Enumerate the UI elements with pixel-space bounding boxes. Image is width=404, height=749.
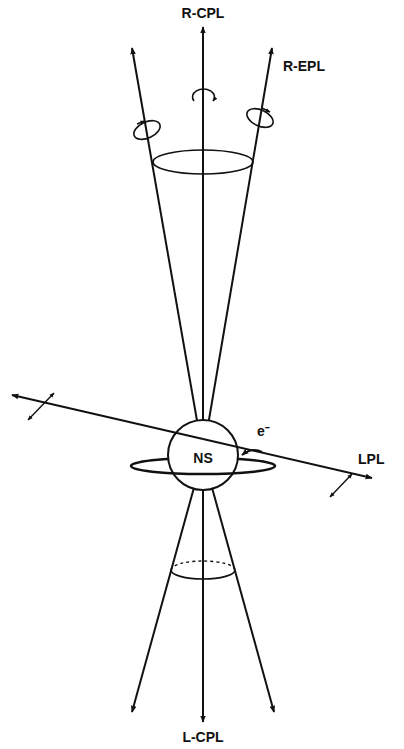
- cone-ellipse: [153, 150, 253, 174]
- polarization-ellipse: [131, 117, 163, 143]
- axis-line: [202, 27, 204, 455]
- electron-arrow: [242, 450, 262, 455]
- star-circle: NS: [167, 419, 239, 491]
- beam-label: e⁻: [257, 423, 270, 439]
- polarization-arrow: [28, 393, 54, 420]
- cone-line: [203, 48, 272, 455]
- cone-ellipse-hidden: [171, 561, 235, 570]
- beam-label: LPL: [358, 451, 384, 467]
- rotation-arrow: [137, 121, 145, 124]
- rotation-arrow: [192, 89, 214, 101]
- beam-label: R-CPL: [182, 5, 225, 21]
- axis-line: [202, 455, 204, 722]
- cone-line: [132, 48, 203, 455]
- beam-line: [12, 395, 203, 439]
- beam-label: L-CPL: [182, 729, 223, 745]
- cone-line: [203, 455, 274, 712]
- node-label: NS: [167, 450, 239, 466]
- rotation-arrow: [262, 108, 270, 112]
- beam-label: R-EPL: [283, 58, 325, 74]
- cone-ellipse: [171, 570, 235, 579]
- cone-line: [132, 455, 203, 712]
- polarization-ellipse: [244, 105, 276, 131]
- star-outline: [168, 420, 238, 490]
- polarization-arrow: [330, 474, 352, 497]
